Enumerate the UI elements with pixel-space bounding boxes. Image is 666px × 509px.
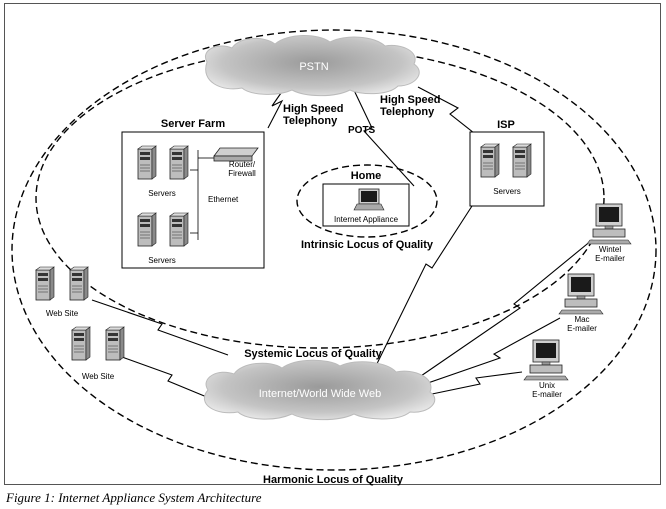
internet-cloud: Internet/World Wide Web	[203, 359, 436, 421]
server-icon	[137, 145, 157, 180]
computer-icon	[558, 273, 604, 315]
pstn-label: PSTN	[299, 61, 328, 73]
server-icon	[169, 212, 189, 247]
pots-label: POTS	[348, 125, 376, 136]
computer-icon	[586, 203, 632, 245]
router-label: Router/Firewall	[228, 160, 256, 178]
systemic-locus-label: Systemic Locus of Quality	[244, 348, 382, 360]
link-unix-internet	[431, 371, 523, 395]
computer-icon	[523, 339, 569, 381]
ethernet-label: Ethernet	[208, 195, 239, 204]
server-farm-box: Server Farm Servers Servers Router/Firew…	[121, 118, 265, 269]
link-website1-internet	[91, 299, 229, 356]
intrinsic-locus-ellipse	[296, 164, 438, 238]
figure-caption: Figure 1: Internet Appliance System Arch…	[6, 490, 262, 505]
link-isp-internet	[367, 205, 473, 383]
harmonic-locus-label: Harmonic Locus of Quality	[263, 474, 404, 486]
internet-label: Internet/World Wide Web	[259, 388, 381, 400]
ethernet-lines	[190, 150, 214, 240]
isp-box: ISP Servers	[469, 119, 545, 207]
laptop-icon	[353, 188, 385, 211]
web-site-1: Web Site	[35, 266, 89, 318]
isp-servers-label: Servers	[493, 187, 521, 196]
link-pstn-home	[351, 85, 415, 187]
harmonic-locus-ellipse	[11, 29, 657, 471]
servers-top-label: Servers	[148, 189, 176, 198]
appliance-label: Internet Appliance	[334, 215, 399, 224]
isp-title: ISP	[497, 119, 515, 131]
pstn-cloud: PSTN	[204, 35, 420, 97]
web-site-label: Web Site	[46, 309, 79, 318]
web-site-label: Web Site	[82, 372, 115, 381]
server-icon	[169, 145, 189, 180]
server-icon	[35, 266, 55, 301]
servers-bottom-label: Servers	[148, 256, 176, 265]
router-icon	[213, 147, 259, 162]
server-icon	[69, 266, 89, 301]
intrinsic-locus-label: Intrinsic Locus of Quality	[301, 239, 434, 251]
link-website2-internet	[121, 356, 215, 401]
link-pstn-isp	[417, 86, 475, 134]
link-mac-internet	[424, 317, 561, 385]
home-box: Home Internet Appliance	[322, 170, 410, 227]
server-icon	[137, 212, 157, 247]
web-site-2: Web Site	[71, 326, 125, 381]
server-farm-title: Server Farm	[161, 118, 225, 130]
home-title: Home	[351, 170, 382, 182]
server-icon	[71, 326, 91, 361]
server-icon	[105, 326, 125, 361]
figure-frame	[4, 3, 661, 485]
server-icon	[512, 143, 532, 178]
link-wintel-internet	[417, 239, 593, 379]
server-icon	[480, 143, 500, 178]
